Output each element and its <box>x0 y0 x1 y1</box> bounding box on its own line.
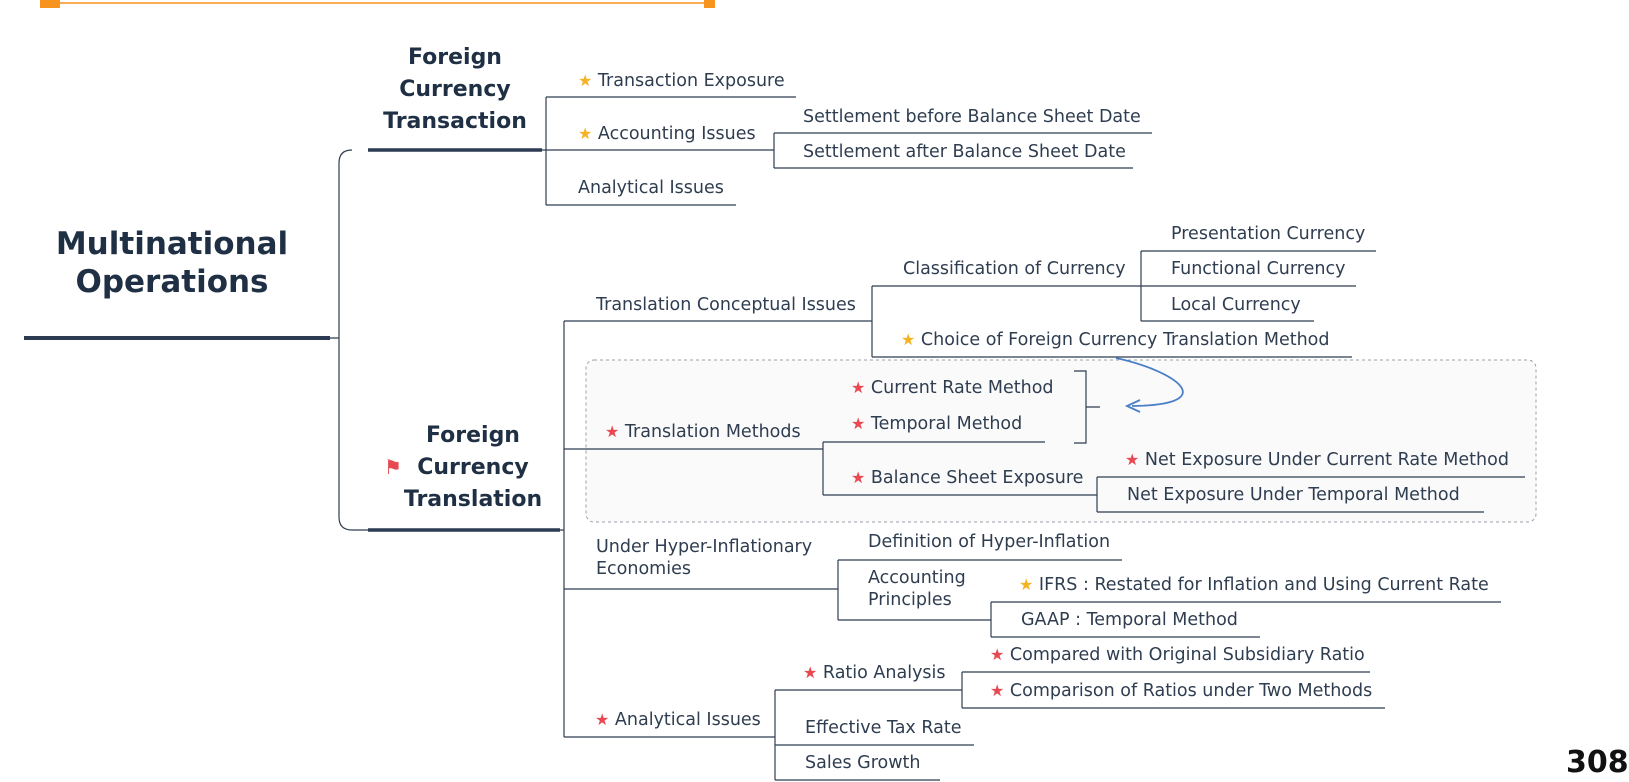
header-accent-left <box>40 0 60 8</box>
node-conceptual-issues: Translation Conceptual Issues <box>596 295 856 315</box>
node-transaction-analytical-issues: Analytical Issues <box>578 178 724 198</box>
node-presentation-currency: Presentation Currency <box>1171 224 1366 244</box>
root-node: Multinational Operations <box>24 225 320 301</box>
node-current-rate-method: ★ Current Rate Method <box>851 378 1054 398</box>
node-classification-of-currency: Classification of Currency <box>903 259 1126 279</box>
root-title-line-1: Multinational <box>55 226 289 262</box>
node-settlement-before: Settlement before Balance Sheet Date <box>803 107 1141 127</box>
star-gold-icon: ★ <box>578 124 593 143</box>
node-accounting-principles: Accounting Principles <box>868 568 966 610</box>
star-red-icon: ★ <box>990 645 1005 664</box>
node-translation-analytical-issues: ★ Analytical Issues <box>595 710 761 730</box>
node-comparison-two-methods: ★ Comparison of Ratios under Two Methods <box>990 681 1373 701</box>
node-net-exposure-current-rate: ★ Net Exposure Under Current Rate Method <box>1125 450 1509 470</box>
star-red-icon: ★ <box>803 663 818 682</box>
root-title-line-2: Operations <box>75 264 269 300</box>
node-sales-growth: Sales Growth <box>805 753 921 773</box>
node-net-exposure-temporal: Net Exposure Under Temporal Method <box>1127 485 1460 505</box>
page-number: 308 <box>1566 745 1629 780</box>
star-gold-icon: ★ <box>1019 575 1034 594</box>
node-accounting-issues: ★ Accounting Issues <box>578 124 756 144</box>
star-red-icon: ★ <box>595 710 610 729</box>
translation-connector <box>560 321 565 737</box>
node-settlement-after: Settlement after Balance Sheet Date <box>803 142 1126 162</box>
branch-transaction-line-3: Transaction <box>383 109 527 134</box>
star-red-icon: ★ <box>851 414 866 433</box>
branch-transaction: Foreign Currency Transaction <box>368 42 542 138</box>
branch-transaction-line-2: Currency <box>399 77 511 102</box>
node-gaap-rule: GAAP : Temporal Method <box>1021 610 1238 630</box>
star-red-icon: ★ <box>605 422 620 441</box>
root-connector <box>330 149 368 531</box>
star-red-icon: ★ <box>851 468 866 487</box>
transaction-connector <box>542 97 547 205</box>
node-choice-of-method: ★ Choice of Foreign Currency Translation… <box>901 330 1330 350</box>
node-local-currency: Local Currency <box>1171 295 1301 315</box>
star-red-icon: ★ <box>851 378 866 397</box>
node-definition-hyper-inflation: Definition of Hyper-Inflation <box>868 532 1111 552</box>
relation-arrow <box>1115 357 1184 407</box>
header-accent-right <box>704 0 715 8</box>
methods-bracket <box>1074 370 1100 444</box>
branch-translation: Foreign Currency Translation <box>386 420 560 516</box>
node-translation-methods: ★ Translation Methods <box>605 422 801 442</box>
node-balance-sheet-exposure: ★ Balance Sheet Exposure <box>851 468 1084 488</box>
star-red-icon: ★ <box>1125 450 1140 469</box>
branch-translation-line-3: Translation <box>403 487 543 512</box>
node-temporal-method: ★ Temporal Method <box>851 414 1023 434</box>
branch-transaction-line-1: Foreign <box>408 45 502 70</box>
star-gold-icon: ★ <box>901 330 916 349</box>
node-ratio-analysis: ★ Ratio Analysis <box>803 663 946 683</box>
flag-icon: ⚑ <box>384 455 402 479</box>
branch-translation-line-2: Currency <box>417 455 529 480</box>
star-gold-icon: ★ <box>578 71 593 90</box>
node-transaction-exposure: ★ Transaction Exposure <box>578 71 785 91</box>
branch-translation-line-1: Foreign <box>426 423 520 448</box>
node-compared-with-original: ★ Compared with Original Subsidiary Rati… <box>990 645 1365 665</box>
node-functional-currency: Functional Currency <box>1171 259 1346 279</box>
node-effective-tax-rate: Effective Tax Rate <box>805 718 962 738</box>
relation-arrowhead <box>1124 399 1141 413</box>
node-ifrs-rule: ★ IFRS : Restated for Inflation and Usin… <box>1019 575 1489 595</box>
star-red-icon: ★ <box>990 681 1005 700</box>
node-hyper-inflationary: Under Hyper-Inflationary Economies <box>596 537 813 579</box>
